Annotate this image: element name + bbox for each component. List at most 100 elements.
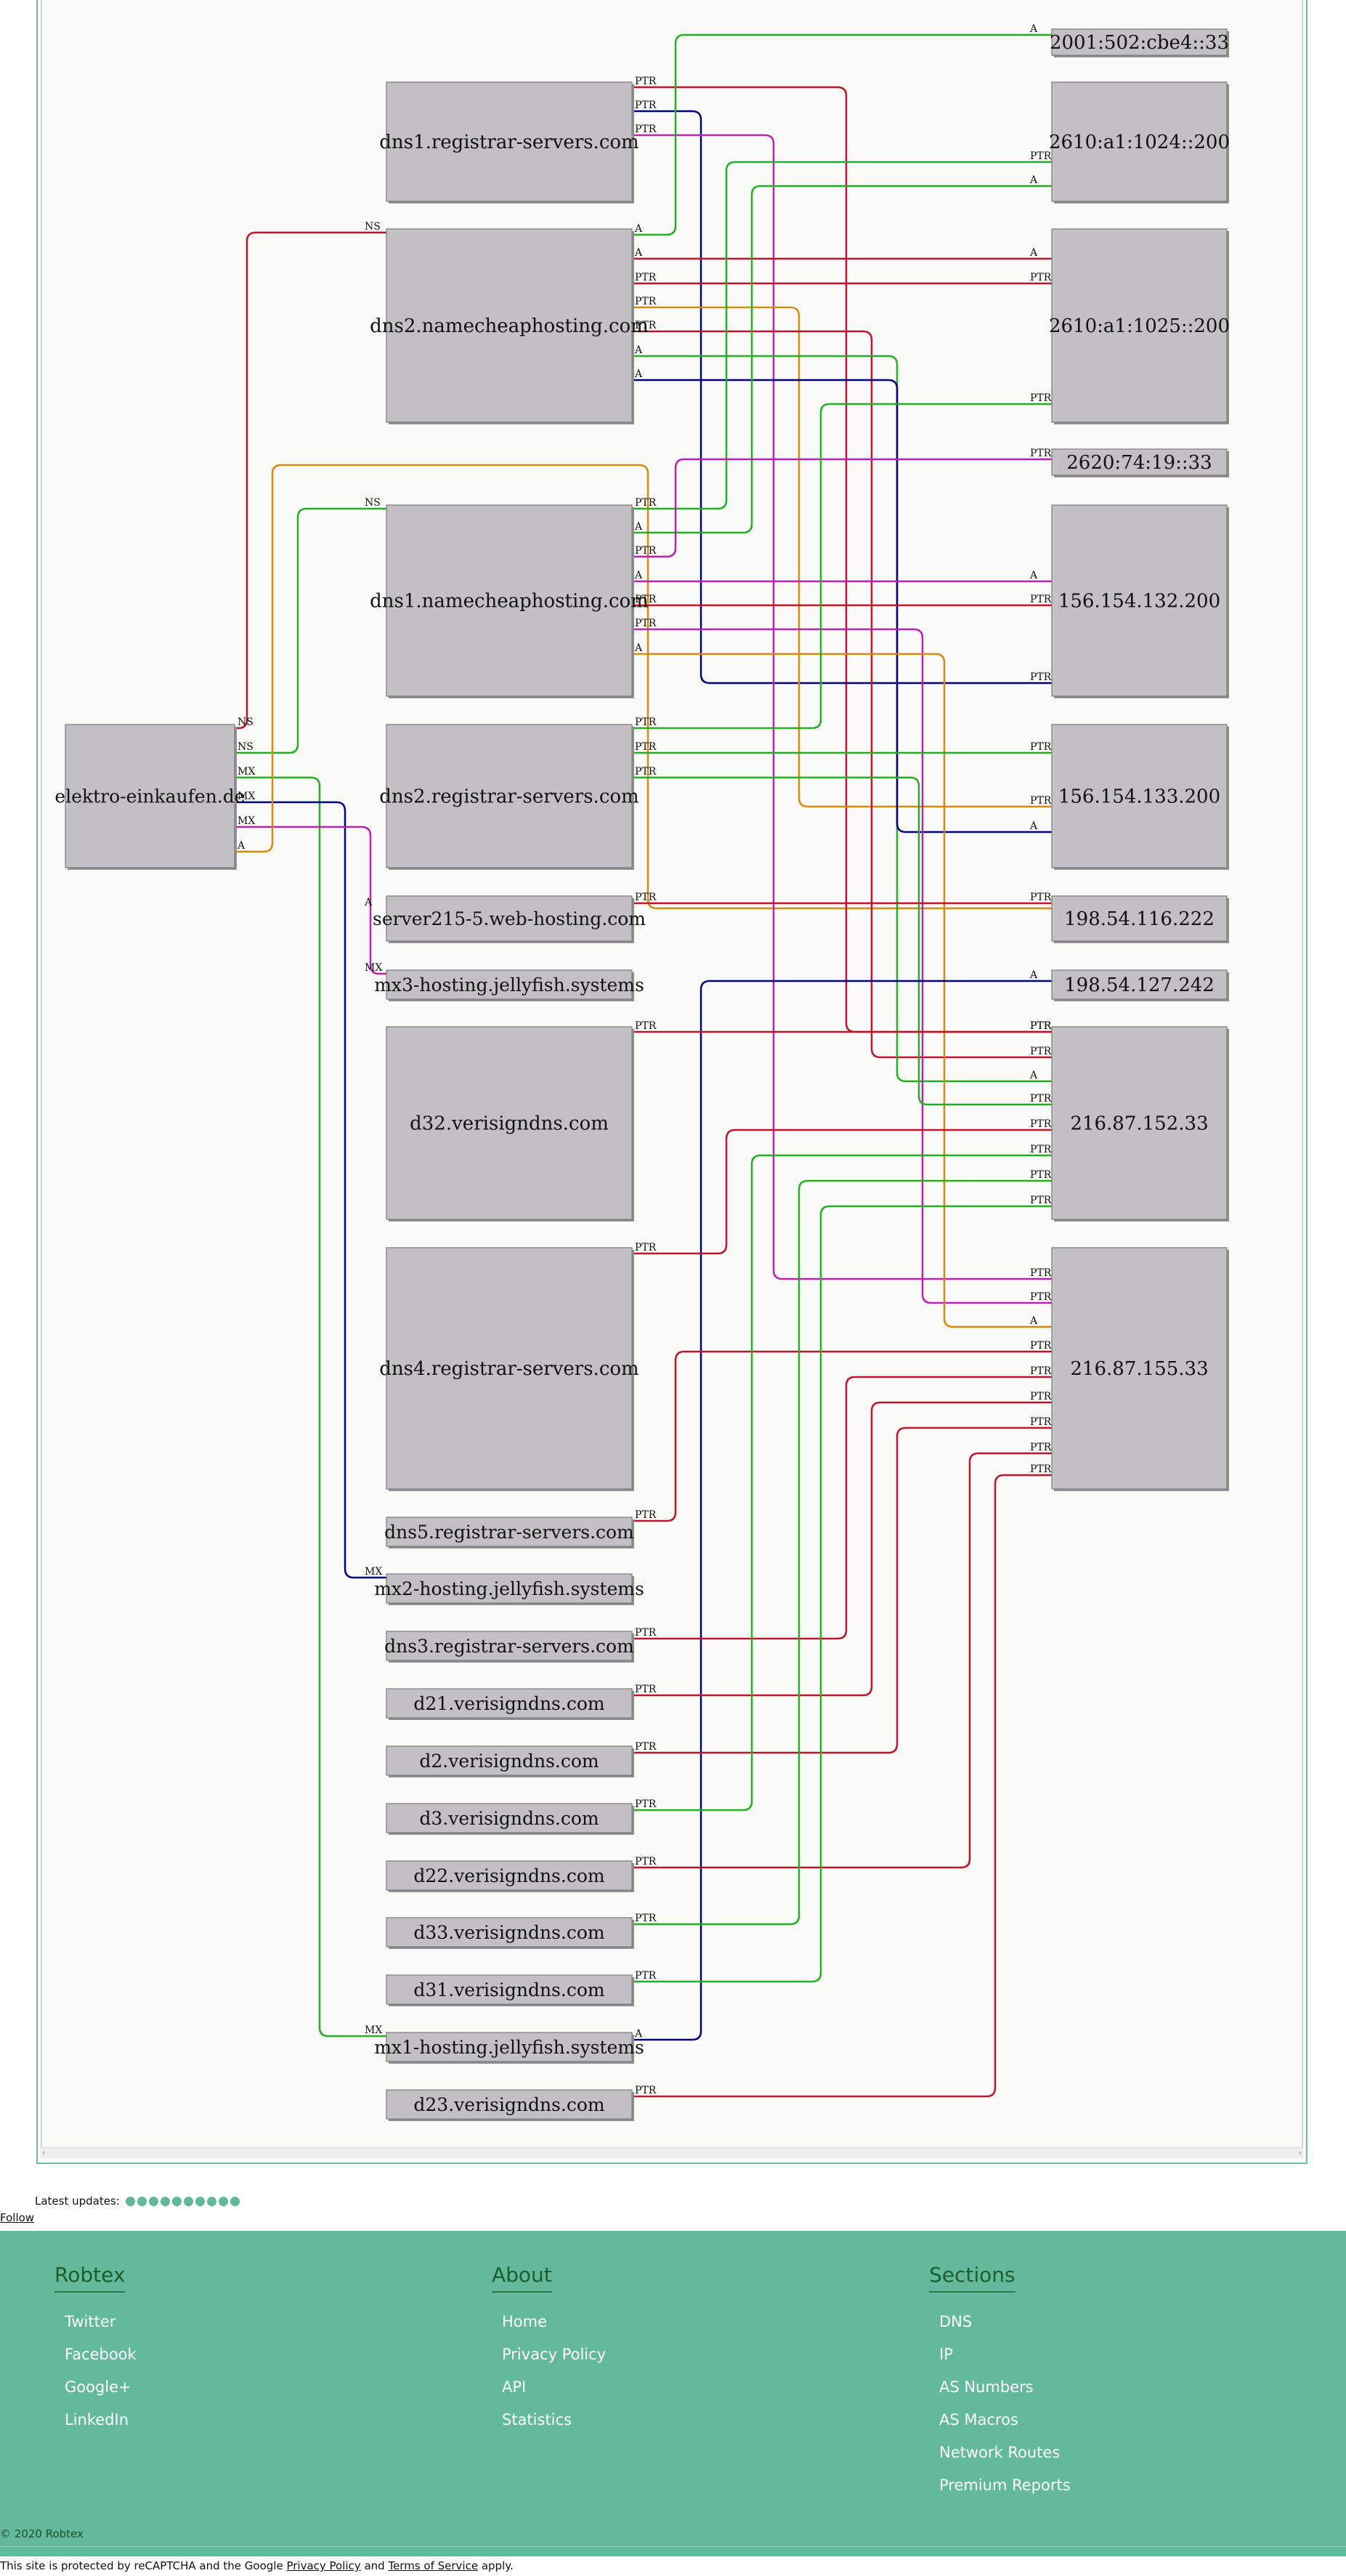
horizontal-scrollbar[interactable]: ‹ › (41, 2147, 1303, 2158)
node-ns1r[interactable]: dns1.registrar-servers.com (379, 81, 639, 203)
update-dot[interactable] (160, 2196, 170, 2206)
node-v6b[interactable]: 2610:a1:1024::200 (1049, 81, 1230, 203)
update-dots[interactable] (125, 2196, 240, 2206)
update-dot[interactable] (230, 2196, 240, 2206)
update-dot[interactable] (171, 2196, 182, 2206)
node-v6a[interactable]: 2001:502:cbe4::33 (1050, 28, 1229, 57)
node-d32[interactable]: d32.verisigndns.com (386, 1026, 634, 1222)
edge-label-source: A (634, 642, 643, 654)
node-ip4[interactable]: 198.54.127.242 (1051, 969, 1229, 1001)
node-d31[interactable]: d31.verisigndns.com (386, 1974, 634, 2006)
edge-label-source: PTR (635, 545, 657, 557)
update-dot[interactable] (148, 2196, 158, 2206)
edge-label-source: A (634, 2028, 643, 2040)
node-ip6[interactable]: 216.87.155.33 (1051, 1247, 1229, 1491)
node-label: 2620:74:19::33 (1066, 452, 1212, 474)
footer-link-ip[interactable]: IP (939, 2346, 953, 2363)
node-d23[interactable]: d23.verisigndns.com (386, 2089, 634, 2121)
node-d2[interactable]: d2.verisigndns.com (386, 1745, 634, 1777)
update-dot[interactable] (125, 2196, 135, 2206)
footer-link-privacy-policy[interactable]: Privacy Policy (502, 2346, 607, 2363)
footer-link-facebook[interactable]: Facebook (65, 2346, 137, 2363)
node-dom[interactable]: elektro-einkaufen.de (54, 724, 246, 870)
node-label: server215-5.web-hosting.com (373, 908, 646, 929)
footer-divider (0, 2546, 1346, 2547)
node-ns2r[interactable]: dns2.registrar-servers.com (379, 724, 639, 870)
recaptcha-privacy-link[interactable]: Privacy Policy (286, 2559, 361, 2572)
footer-link-as-numbers[interactable]: AS Numbers (939, 2378, 1034, 2396)
footer-link-linkedin[interactable]: LinkedIn (65, 2411, 129, 2428)
edge-d2-ip6 (632, 1426, 1052, 1754)
scroll-left-arrow-icon[interactable]: ‹ (42, 2148, 46, 2157)
edge-ns1n-v6b (632, 161, 1052, 510)
node-d21[interactable]: d21.verisigndns.com (386, 1688, 634, 1720)
latest-updates: Latest updates: (35, 2195, 240, 2208)
footer-link-statistics[interactable]: Statistics (502, 2411, 572, 2428)
node-v6c[interactable]: 2610:a1:1025::200 (1049, 228, 1230, 424)
node-ns4r[interactable]: dns4.registrar-servers.com (379, 1247, 639, 1491)
node-v6d[interactable]: 2620:74:19::33 (1051, 448, 1229, 477)
edge-label-target: A (1029, 247, 1038, 259)
edge-label-source: PTR (635, 594, 657, 605)
node-label: dns3.registrar-servers.com (384, 1636, 634, 1657)
update-dot[interactable] (218, 2196, 228, 2206)
node-ns2n[interactable]: dns2.namecheaphosting.com (370, 228, 649, 424)
node-label: 156.154.132.200 (1058, 591, 1220, 613)
footer-link-twitter[interactable]: Twitter (65, 2313, 116, 2330)
edge-label-source: PTR (635, 1741, 657, 1753)
edge-ns2r-ip5 (632, 776, 1052, 1106)
node-mx2[interactable]: mx2-hosting.jellyfish.systems (374, 1573, 644, 1605)
footer-link-premium-reports[interactable]: Premium Reports (939, 2476, 1071, 2494)
node-d33[interactable]: d33.verisigndns.com (386, 1917, 634, 1949)
update-dot[interactable] (137, 2196, 147, 2206)
node-label: elektro-einkaufen.de (54, 786, 245, 807)
node-label: d33.verisigndns.com (413, 1922, 604, 1943)
footer-link-network-routes[interactable]: Network Routes (939, 2444, 1061, 2461)
scroll-right-arrow-icon[interactable]: › (1298, 2148, 1302, 2157)
edge-label-source: PTR (635, 497, 657, 509)
node-mx3[interactable]: mx3-hosting.jellyfish.systems (374, 969, 644, 1001)
footer-column-robtex: Robtex Twitter Facebook Google+ LinkedIn (54, 2263, 137, 2444)
edge-d23-ip6 (632, 1474, 1052, 2098)
node-box (1051, 504, 1228, 697)
edge-label-source: A (634, 521, 643, 533)
node-box (1051, 1247, 1228, 1490)
node-ns1n[interactable]: dns1.namecheaphosting.com (370, 504, 649, 698)
footer-link-dns[interactable]: DNS (939, 2313, 973, 2330)
node-ns3r[interactable]: dns3.registrar-servers.com (384, 1631, 634, 1663)
node-box (386, 1688, 633, 1719)
edge-label-target: PTR (1030, 1340, 1052, 1352)
edge-ns1r-ip1 (632, 110, 1052, 685)
node-ns5r[interactable]: dns5.registrar-servers.com (384, 1517, 634, 1549)
footer-link-api[interactable]: API (502, 2378, 527, 2396)
edge-label-source: MX (238, 815, 255, 827)
update-dot[interactable] (206, 2196, 216, 2206)
edge-ns4r-ip5 (632, 1128, 1052, 1255)
footer: Robtex Twitter Facebook Google+ LinkedIn… (0, 2231, 1346, 2556)
node-box (386, 1573, 633, 1604)
edge-label-target: PTR (1030, 1093, 1052, 1105)
edge-label-source: PTR (635, 618, 657, 629)
edge-ns2n-v6a (632, 33, 1052, 236)
footer-link-googleplus[interactable]: Google+ (65, 2378, 131, 2396)
update-dot[interactable] (195, 2196, 205, 2206)
node-ip2[interactable]: 156.154.133.200 (1051, 724, 1229, 870)
node-label: d32.verisigndns.com (410, 1113, 609, 1135)
node-ip1[interactable]: 156.154.132.200 (1051, 504, 1229, 698)
node-label: d22.verisigndns.com (413, 1865, 604, 1886)
node-d22[interactable]: d22.verisigndns.com (386, 1860, 634, 1892)
edge-label-source: PTR (635, 1856, 657, 1868)
node-mx1[interactable]: mx1-hosting.jellyfish.systems (374, 2032, 644, 2064)
footer-link-as-macros[interactable]: AS Macros (939, 2411, 1018, 2428)
node-ip5[interactable]: 216.87.152.33 (1051, 1026, 1229, 1222)
edge-label-target: NS (365, 497, 381, 509)
node-box (65, 724, 235, 868)
recaptcha-middle: and (360, 2559, 389, 2572)
recaptcha-terms-link[interactable]: Terms of Service (388, 2559, 479, 2572)
follow-link[interactable]: Follow (0, 2211, 35, 2224)
node-ip3[interactable]: 198.54.116.222 (1051, 895, 1229, 943)
footer-link-home[interactable]: Home (502, 2313, 548, 2330)
node-srv215[interactable]: server215-5.web-hosting.com (373, 895, 646, 943)
update-dot[interactable] (183, 2196, 193, 2206)
node-d3[interactable]: d3.verisigndns.com (386, 1803, 634, 1835)
